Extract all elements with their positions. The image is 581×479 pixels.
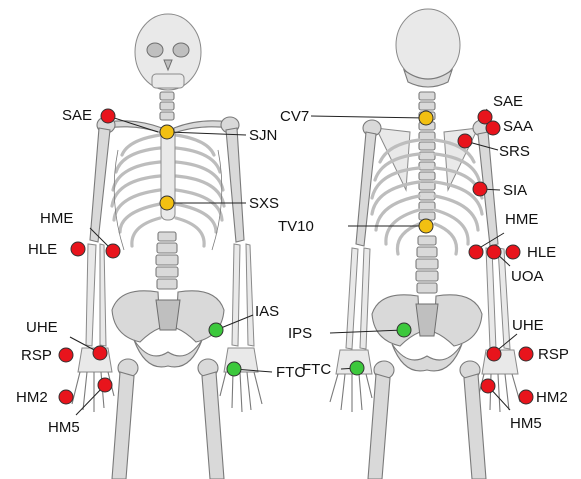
back-pelvis (372, 295, 482, 371)
marker-front-hm2 (59, 390, 73, 404)
marker-back-hm2 (519, 390, 533, 404)
marker-back-uhe (487, 347, 501, 361)
marker-back-hle (506, 245, 520, 259)
marker-front-sae (101, 109, 115, 123)
label-front-ias: IAS (255, 303, 279, 320)
marker-front-ftc (227, 362, 241, 376)
front-skeleton (72, 14, 262, 479)
label-front-sxs: SXS (249, 195, 279, 212)
marker-back-sia (473, 182, 487, 196)
marker-back-srs (458, 134, 472, 148)
label-back-hle: HLE (527, 244, 556, 261)
marker-back-ftc (350, 361, 364, 375)
front-pelvis (112, 291, 224, 367)
label-back-rsp: RSP (538, 346, 569, 363)
label-front-uhe: UHE (26, 319, 58, 336)
label-back-tv10: TV10 (278, 218, 314, 235)
label-back-hme: HME (505, 211, 538, 228)
label-back-srs: SRS (499, 143, 530, 160)
label-back-uhe: UHE (512, 317, 544, 334)
label-back-uoa: UOA (511, 268, 544, 285)
label-front-hm5: HM5 (48, 419, 80, 436)
marker-back-uoa (487, 245, 501, 259)
label-front-hm2: HM2 (16, 389, 48, 406)
marker-front-uhe (93, 346, 107, 360)
marker-front-rsp (59, 348, 73, 362)
label-back-hm5: HM5 (510, 415, 542, 432)
back-skull (396, 9, 460, 81)
marker-back-saa (486, 121, 500, 135)
label-back-ftc: FTC (302, 361, 331, 378)
label-front-ftc: FTC (276, 364, 305, 381)
marker-front-hle (71, 242, 85, 256)
marker-back-rsp (519, 347, 533, 361)
label-back-sia: SIA (503, 182, 527, 199)
label-back-hm2: HM2 (536, 389, 568, 406)
label-front-hle: HLE (28, 241, 57, 258)
label-front-hme: HME (40, 210, 73, 227)
label-front-sae: SAE (62, 107, 92, 124)
label-front-rsp: RSP (21, 347, 52, 364)
front-legs (112, 359, 224, 479)
marker-back-tv10 (419, 219, 433, 233)
marker-back-hm5 (481, 379, 495, 393)
label-back-saa: SAA (503, 118, 533, 135)
label-back-sae: SAE (493, 93, 523, 110)
marker-front-hm5 (98, 378, 112, 392)
label-back-cv7: CV7 (280, 108, 309, 125)
marker-back-hme (469, 245, 483, 259)
back-skeleton (330, 9, 520, 479)
marker-back-ips (397, 323, 411, 337)
label-front-sjn: SJN (249, 127, 277, 144)
marker-front-sxs (160, 196, 174, 210)
back-legs (368, 361, 486, 479)
marker-front-sjn (160, 125, 174, 139)
marker-front-ias (209, 323, 223, 337)
marker-back-cv7 (419, 111, 433, 125)
marker-front-hme (106, 244, 120, 258)
label-back-ips: IPS (288, 325, 312, 342)
